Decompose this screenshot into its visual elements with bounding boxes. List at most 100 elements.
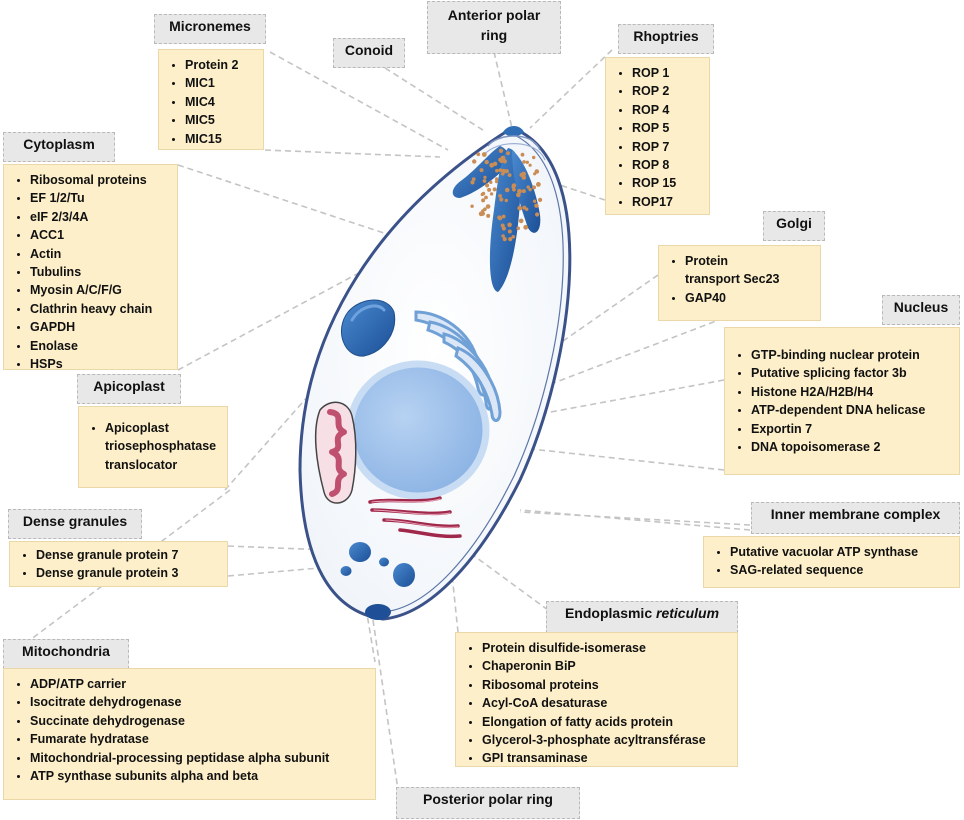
rhoptry-granule-dot bbox=[532, 185, 536, 190]
rhoptry-granule-dot bbox=[482, 179, 487, 183]
endoplasmic-reticulum-title: Endoplasmic reticulum bbox=[546, 601, 738, 633]
rhoptry-granule-dot bbox=[495, 168, 499, 173]
rhoptry-granule-dot bbox=[498, 194, 502, 198]
protein-item: Tubulins bbox=[30, 263, 171, 281]
rhoptries-title: Rhoptries bbox=[618, 24, 714, 54]
protein-item: Ribosomal proteins bbox=[482, 676, 731, 694]
anterior-polar-ring-line bbox=[487, 135, 541, 151]
protein-item: MIC15 bbox=[185, 130, 257, 148]
rhoptry-granule-dot bbox=[516, 226, 520, 231]
rhoptry-granule-dot bbox=[504, 187, 510, 193]
anterior-polar-ring-title-line2: ring bbox=[480, 27, 508, 43]
protein-item: Protein disulfide-isomerase bbox=[482, 639, 731, 657]
rhoptry-granule-dot bbox=[534, 203, 539, 208]
protein-item: Protein 2 bbox=[185, 56, 257, 74]
protein-item: ROP 7 bbox=[632, 138, 703, 156]
protein-item: DNA topoisomerase 2 bbox=[751, 438, 953, 456]
inner-membrane bbox=[382, 133, 564, 613]
nucleus-title: Nucleus bbox=[882, 295, 960, 325]
protein-item: GPI transaminase bbox=[482, 749, 731, 767]
inner-membrane-complex-list: Putative vacuolar ATP synthaseSAG-relate… bbox=[704, 537, 959, 584]
rhoptry-granule-dot bbox=[471, 177, 476, 182]
endoplasmic-reticulum-box: Protein disulfide-isomeraseChaperonin Bi… bbox=[455, 632, 738, 767]
rhoptry-granule-dot bbox=[501, 226, 506, 231]
protein-item: Enolase bbox=[30, 337, 171, 355]
nucleus-shape bbox=[346, 360, 490, 500]
protein-item: MIC5 bbox=[185, 111, 257, 129]
rhoptries-dots bbox=[470, 148, 543, 242]
protein-item: EF 1/2/Tu bbox=[30, 189, 171, 207]
golgi-list: Protein transport Sec23GAP40 bbox=[659, 246, 791, 311]
protein-item: Dense granule protein 7 bbox=[36, 546, 221, 564]
rhoptry-granule-dot bbox=[528, 163, 532, 167]
rhoptry-granule-dot bbox=[507, 173, 512, 178]
anterior-polar-ring-title-line1: Anterior polar bbox=[447, 7, 541, 23]
endoplasmic-reticulum-list: Protein disulfide-isomeraseChaperonin Bi… bbox=[456, 633, 737, 772]
protein-item: ROP 15 bbox=[632, 174, 703, 192]
protein-item: GTP-binding nuclear protein bbox=[751, 346, 953, 364]
rhoptry-granule-dot bbox=[507, 222, 512, 228]
rhoptry-granule-dot bbox=[499, 158, 504, 164]
rhoptry-granule-dot bbox=[481, 191, 486, 196]
nucleus-list: GTP-binding nuclear proteinPutative spli… bbox=[725, 328, 959, 460]
micronemes-title: Micronemes bbox=[154, 14, 266, 44]
rhoptry-granule-dot bbox=[508, 237, 513, 242]
rhoptry-granule-dot bbox=[518, 218, 524, 224]
protein-item: Succinate dehydrogenase bbox=[30, 712, 369, 730]
rhoptry-granule-dot bbox=[525, 160, 529, 164]
protein-item: Histone H2A/H2B/H4 bbox=[751, 383, 953, 401]
protein-item: ROP 2 bbox=[632, 82, 703, 100]
cytoplasm-list: Ribosomal proteinsEF 1/2/TueIF 2/3/4AACC… bbox=[4, 165, 177, 377]
rhoptry-granule-dot bbox=[494, 179, 499, 184]
protein-item: Exportin 7 bbox=[751, 420, 953, 438]
micronemes-box: Protein 2MIC1MIC4MIC5MIC15 bbox=[158, 49, 264, 150]
rhoptry-granule-dot bbox=[483, 175, 487, 179]
er-title-italic: reticulum bbox=[656, 605, 720, 621]
rhoptry-granule-dot bbox=[520, 152, 525, 157]
rhoptry-granule-dot bbox=[489, 162, 495, 168]
rhoptry-granule-dot bbox=[533, 172, 537, 176]
rhoptry-granule-dot bbox=[504, 198, 508, 203]
mitochondria-box: ADP/ATP carrierIsocitrate dehydrogenaseS… bbox=[3, 668, 376, 800]
rhoptry-granule-dot bbox=[476, 152, 481, 157]
rhoptry-granule-dot bbox=[479, 168, 484, 173]
rhoptry-granule-dot bbox=[485, 183, 490, 188]
protein-item: Actin bbox=[30, 245, 171, 263]
protein-item: eIF 2/3/4A bbox=[30, 208, 171, 226]
cytoplasm-box: Ribosomal proteinsEF 1/2/TueIF 2/3/4AACC… bbox=[3, 164, 178, 371]
rhoptry-granule-dot bbox=[535, 212, 540, 217]
apicoplast-list: Apicoplast triosephosphatase translocato… bbox=[79, 407, 221, 478]
protein-item: Apicoplast triosephosphatase translocato… bbox=[105, 419, 216, 474]
rhoptry-granule-dot bbox=[495, 177, 499, 181]
protein-item: Fumarate hydratase bbox=[30, 730, 369, 748]
posterior-polar-ring-title: Posterior polar ring bbox=[396, 787, 580, 819]
rhoptry-granule-dot bbox=[528, 187, 532, 192]
cytoplasm-title: Cytoplasm bbox=[3, 132, 115, 162]
dense-granules-list: Dense granule protein 7Dense granule pro… bbox=[10, 542, 227, 587]
rhoptry-granule-dot bbox=[486, 213, 491, 218]
rhoptries-list: ROP 1ROP 2ROP 4ROP 5ROP 7ROP 8ROP 15ROP1… bbox=[606, 58, 709, 215]
mitochondria-title: Mitochondria bbox=[3, 639, 129, 669]
protein-item: Putative splicing factor 3b bbox=[751, 364, 953, 382]
protein-item: MIC4 bbox=[185, 93, 257, 111]
protein-item: Protein transport Sec23 bbox=[685, 252, 785, 289]
protein-item: HSPs bbox=[30, 355, 171, 373]
rhoptry-granule-dot bbox=[519, 172, 524, 177]
rhoptry-granule-dot bbox=[523, 224, 529, 230]
protein-item: ROP 1 bbox=[632, 64, 703, 82]
er-title-prefix: Endoplasmic bbox=[564, 605, 653, 621]
protein-item: ACC1 bbox=[30, 226, 171, 244]
protein-item: ADP/ATP carrier bbox=[30, 675, 369, 693]
dense-granules-title: Dense granules bbox=[8, 509, 142, 539]
rhoptry-granule-dot bbox=[522, 205, 527, 210]
protein-item: Acyl-CoA desaturase bbox=[482, 694, 731, 712]
rhoptry-granule-dot bbox=[499, 197, 504, 202]
apicoplast-box: Apicoplast triosephosphatase translocato… bbox=[78, 406, 228, 488]
rhoptry-granule-dot bbox=[485, 204, 491, 209]
rhoptry-granule-dot bbox=[511, 235, 515, 239]
protein-item: Elongation of fatty acids protein bbox=[482, 713, 731, 731]
dense-granules-box: Dense granule protein 7Dense granule pro… bbox=[9, 541, 228, 587]
rhoptry-granule-dot bbox=[484, 159, 489, 165]
protein-item: ROP17 bbox=[632, 193, 703, 211]
inner-membrane-complex-title: Inner membrane complex bbox=[751, 502, 960, 534]
